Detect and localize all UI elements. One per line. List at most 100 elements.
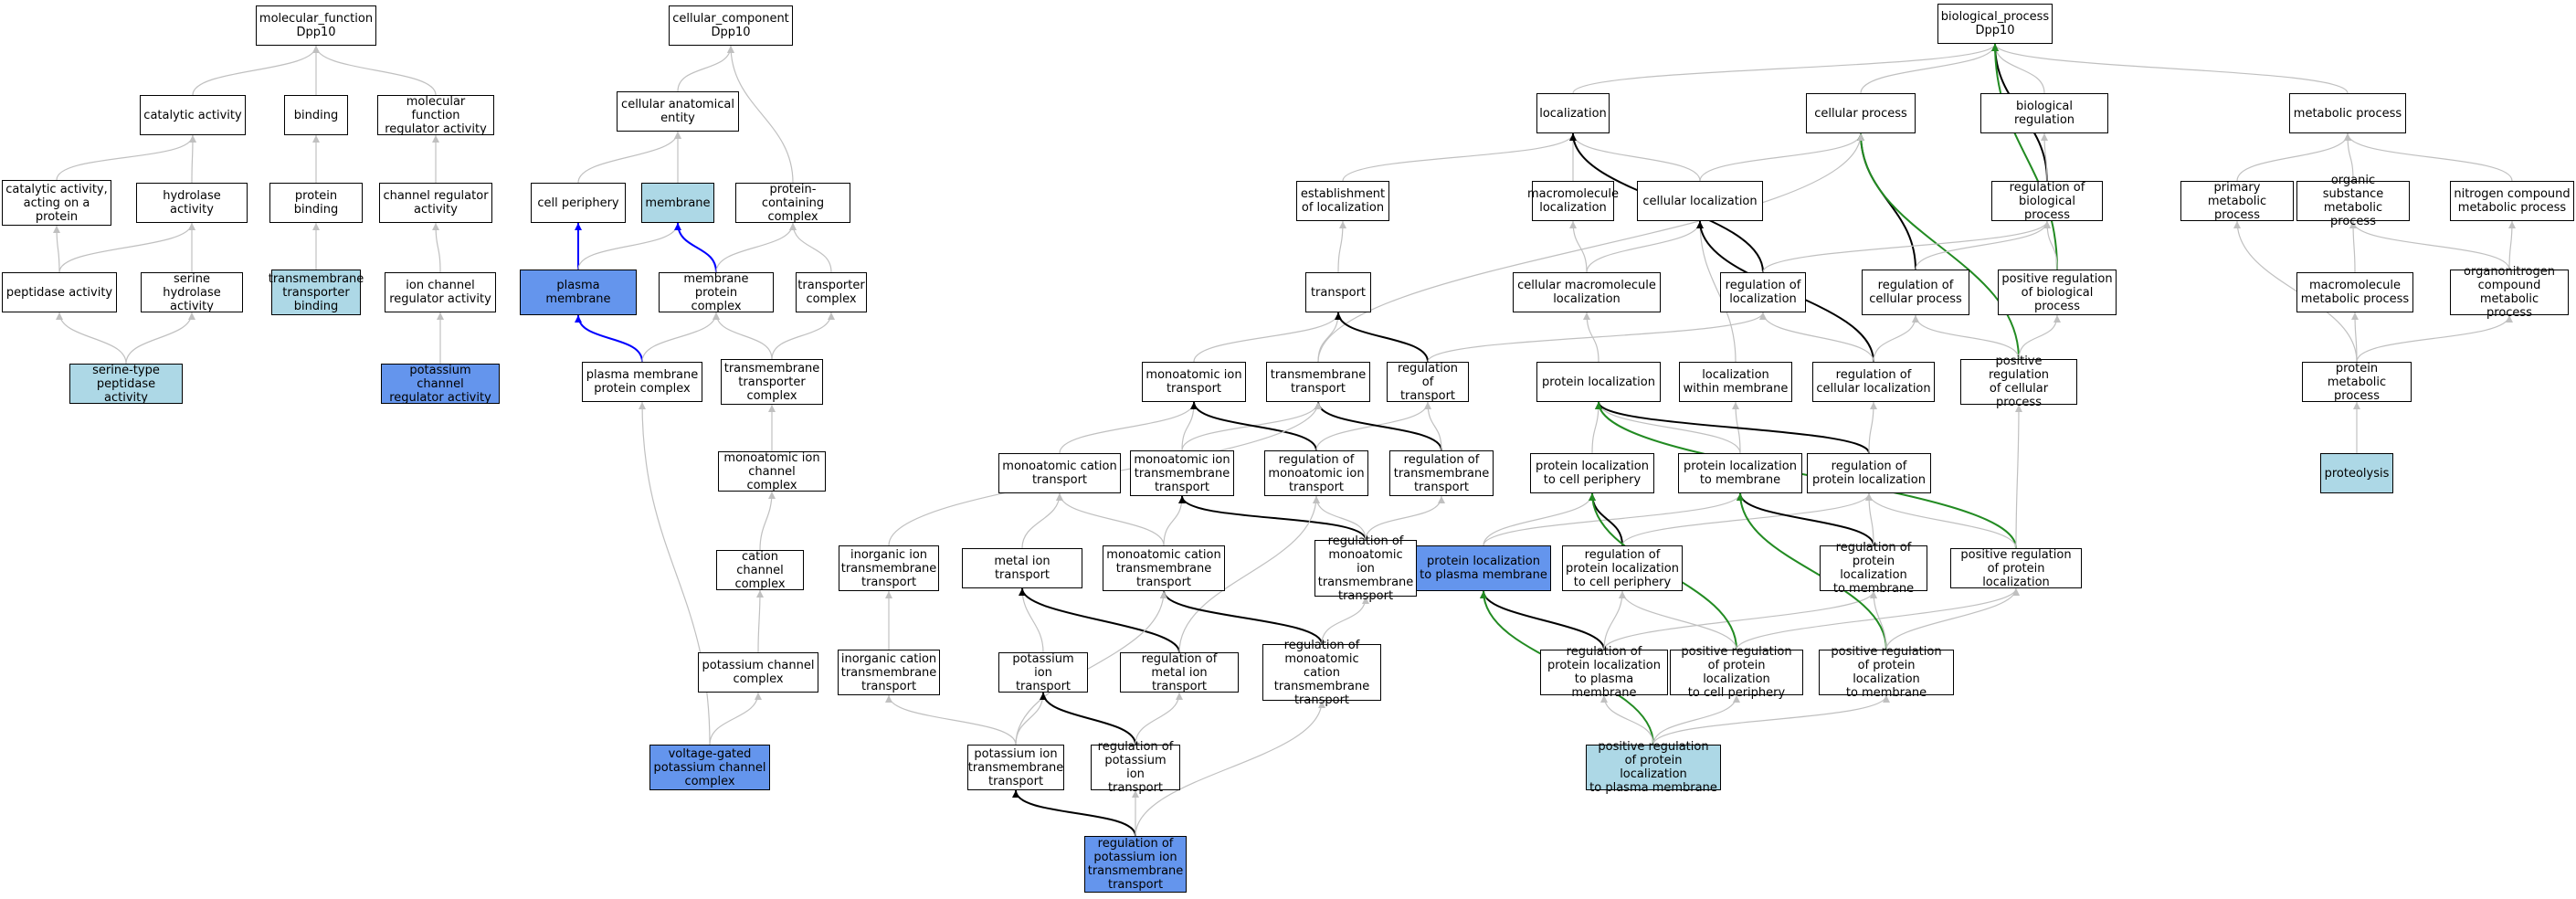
node-tm-transporter-binding[interactable]: transmembrane transporter binding: [269, 270, 364, 315]
node-vg-k-channel-complex[interactable]: voltage-gated potassium channel complex: [649, 745, 770, 790]
node-k-channel-regulator[interactable]: potassium channel regulator activity: [381, 364, 500, 405]
node-hydrolase[interactable]: hydrolase activity: [136, 183, 248, 223]
node-cell-periphery[interactable]: cell periphery: [531, 183, 626, 223]
node-pos-reg-protein-loc-membrane[interactable]: positive regulation of protein localizat…: [1819, 645, 1954, 700]
node-mf-root[interactable]: molecular_function Dpp10: [256, 5, 376, 46]
node-nitrogen-compound-metabolic[interactable]: nitrogen compound metabolic process: [2450, 181, 2574, 221]
node-reg-biological-process[interactable]: regulation of biological process: [1991, 181, 2103, 222]
node-pos-reg-cellular-process[interactable]: positive regulation of cellular process: [1960, 354, 2077, 409]
edge-pos-reg-protein-localization-to-pos-reg-cellular-process: [2014, 404, 2022, 549]
node-plasma-membrane[interactable]: plasma membrane: [520, 270, 637, 315]
node-reg-monoatomic-cation-tm-transport[interactable]: regulation of monoatomic cation transmem…: [1262, 639, 1381, 707]
node-reg-monoatomic-ion-tm-transport[interactable]: regulation of monoatomic ion transmembra…: [1314, 534, 1417, 603]
node-transport[interactable]: transport: [1305, 272, 1371, 312]
node-metabolic-process[interactable]: metabolic process: [2289, 93, 2406, 133]
node-reg-transport[interactable]: regulation of transport: [1387, 362, 1469, 403]
node-cc-root[interactable]: cellular_component Dpp10: [669, 5, 793, 46]
node-pos-reg-biological-process[interactable]: positive regulation of biological proces…: [1998, 270, 2117, 315]
node-establishment-localization[interactable]: establishment of localization: [1296, 181, 1389, 221]
node-mf-regulator[interactable]: molecular function regulator activity: [377, 95, 494, 136]
edge-peptidase-to-catalytic-protein: [53, 225, 61, 273]
node-reg-tm-transport[interactable]: regulation of transmembrane transport: [1389, 450, 1494, 496]
node-protein-localization[interactable]: protein localization: [1536, 362, 1661, 402]
node-binding[interactable]: binding: [284, 95, 348, 135]
node-inorganic-cation-tm-transport[interactable]: inorganic cation transmembrane transport: [838, 650, 940, 695]
edge-monoatomic-ion-tm-transport-to-monoatomic-ion-transport: [1181, 401, 1198, 451]
node-reg-localization[interactable]: regulation of localization: [1720, 272, 1806, 312]
edge-reg-metal-ion-transport-to-reg-monoatomic-ion-transport: [1178, 495, 1320, 653]
node-channel-regulator[interactable]: channel regulator activity: [379, 183, 492, 223]
node-potassium-ion-transport[interactable]: potassium ion transport: [998, 652, 1088, 693]
node-pos-reg-protein-loc-plasma-membrane[interactable]: positive regulation of protein localizat…: [1586, 740, 1721, 795]
node-protein-metabolic[interactable]: protein metabolic process: [2302, 362, 2412, 403]
node-reg-protein-loc-membrane[interactable]: regulation of protein localization to me…: [1820, 541, 1927, 596]
node-k-channel-complex[interactable]: potassium channel complex: [698, 652, 818, 693]
node-inorganic-ion-tm-transport[interactable]: inorganic ion transmembrane transport: [839, 545, 939, 591]
edge-ion-channel-regulator-to-channel-regulator: [432, 222, 441, 273]
node-transmembrane-transport[interactable]: transmembrane transport: [1266, 362, 1370, 402]
edge-reg-protein-loc-membrane-to-protein-loc-membrane: [1737, 492, 1874, 546]
node-cellular-process[interactable]: cellular process: [1806, 93, 1916, 133]
node-reg-metal-ion-transport[interactable]: regulation of metal ion transport: [1120, 652, 1239, 693]
edge-reg-tm-transport-to-transmembrane-transport: [1314, 401, 1442, 451]
edge-monoatomic-cation-tm-transport-to-monoatomic-cation-transport: [1056, 492, 1165, 546]
node-monoatomic-cation-tm-transport[interactable]: monoatomic cation transmembrane transpor…: [1103, 545, 1225, 591]
node-transporter-complex[interactable]: transporter complex: [796, 272, 867, 312]
edge-protein-localization-to-cellular-macromolecule-localization: [1583, 312, 1599, 363]
node-reg-cellular-process[interactable]: regulation of cellular process: [1862, 270, 1969, 315]
node-catalytic-protein[interactable]: catalytic activity, acting on a protein: [2, 180, 111, 226]
edge-potassium-ion-transport-to-metal-ion-transport: [1019, 587, 1044, 653]
node-cation-channel-complex[interactable]: cation channel complex: [716, 550, 804, 591]
edge-plasma-membrane-to-membrane: [577, 222, 681, 270]
node-reg-protein-loc-plasma-membrane[interactable]: regulation of protein localization to pl…: [1540, 645, 1668, 700]
node-protein-loc-membrane[interactable]: protein localization to membrane: [1678, 453, 1802, 493]
node-protein-binding[interactable]: protein binding: [269, 183, 363, 223]
node-reg-protein-localization[interactable]: regulation of protein localization: [1807, 453, 1931, 493]
node-potassium-ion-tm-transport[interactable]: potassium ion transmembrane transport: [967, 745, 1064, 790]
node-tm-transporter-complex[interactable]: transmembrane transporter complex: [721, 359, 823, 405]
node-proteolysis[interactable]: proteolysis: [2320, 453, 2393, 493]
node-membrane-protein-complex[interactable]: membrane protein complex: [659, 272, 774, 313]
node-monoatomic-cation-transport[interactable]: monoatomic cation transport: [998, 453, 1121, 493]
edge-reg-potassium-ion-transport-to-reg-metal-ion-transport: [1135, 692, 1183, 746]
node-reg-potassium-ion-tm-transport[interactable]: regulation of potassium ion transmembran…: [1084, 836, 1187, 893]
node-ion-channel-regulator[interactable]: ion channel regulator activity: [385, 272, 496, 312]
edge-pos-reg-protein-loc-plasma-membrane-to-pos-reg-protein-loc-cell-periphery: [1652, 694, 1740, 746]
node-cellular-localization[interactable]: cellular localization: [1637, 181, 1763, 221]
node-peptidase[interactable]: peptidase activity: [2, 272, 117, 312]
node-reg-potassium-ion-transport[interactable]: regulation of potassium ion transport: [1091, 740, 1180, 795]
node-monoatomic-channel-complex[interactable]: monoatomic ion channel complex: [718, 451, 826, 492]
node-localization[interactable]: localization: [1536, 93, 1610, 133]
node-macromolecule-localization[interactable]: macromolecule localization: [1527, 181, 1619, 221]
node-macromolecule-metabolic[interactable]: macromolecule metabolic process: [2296, 272, 2413, 312]
node-protein-loc-cell-periphery[interactable]: protein localization to cell periphery: [1530, 453, 1654, 493]
node-bp-root[interactable]: biological_process Dpp10: [1937, 4, 2053, 44]
node-cell-anatomical[interactable]: cellular anatomical entity: [617, 91, 739, 132]
node-reg-cellular-localization[interactable]: regulation of cellular localization: [1812, 362, 1935, 402]
node-serine-hydrolase[interactable]: serine hydrolase activity: [141, 272, 243, 313]
node-reg-protein-loc-cell-periphery[interactable]: regulation of protein localization to ce…: [1562, 545, 1683, 591]
edge-vg-k-channel-complex-to-pm-protein-complex: [639, 401, 711, 746]
node-cellular-macromolecule-localization[interactable]: cellular macromolecule localization: [1513, 272, 1661, 312]
node-pos-reg-protein-localization[interactable]: positive regulation of protein localizat…: [1950, 548, 2082, 589]
node-protein-loc-plasma-membrane[interactable]: protein localization to plasma membrane: [1416, 545, 1551, 591]
node-biological-regulation[interactable]: biological regulation: [1980, 93, 2108, 133]
node-monoatomic-ion-transport[interactable]: monoatomic ion transport: [1142, 362, 1246, 402]
node-localization-within-membrane[interactable]: localization within membrane: [1679, 362, 1792, 402]
node-pos-reg-protein-loc-cell-periphery[interactable]: positive regulation of protein localizat…: [1670, 645, 1803, 700]
edge-reg-monoatomic-cation-tm-transport-to-reg-monoatomic-ion-tm-transport: [1321, 596, 1369, 645]
edge-reg-biological-process-to-biological-regulation: [2041, 132, 2049, 182]
node-pm-protein-complex[interactable]: plasma membrane protein complex: [582, 362, 702, 402]
edge-reg-potassium-ion-tm-transport-to-reg-monoatomic-cation-tm-transport: [1135, 700, 1325, 837]
node-membrane[interactable]: membrane: [641, 183, 714, 223]
edge-reg-localization-to-reg-biological-process: [1762, 220, 2051, 273]
node-catalytic-activity[interactable]: catalytic activity: [140, 95, 246, 135]
node-reg-monoatomic-ion-transport[interactable]: regulation of monoatomic ion transport: [1264, 450, 1368, 496]
node-protein-complex[interactable]: protein-containing complex: [735, 183, 850, 224]
node-organonitrogen-metabolic[interactable]: organonitrogen compound metabolic proces…: [2450, 265, 2569, 320]
node-metal-ion-transport[interactable]: metal ion transport: [962, 548, 1082, 588]
node-primary-metabolic[interactable]: primary metabolic process: [2180, 181, 2294, 222]
node-serine-peptidase[interactable]: serine-type peptidase activity: [69, 364, 183, 405]
node-monoatomic-ion-tm-transport[interactable]: monoatomic ion transmembrane transport: [1130, 450, 1234, 496]
node-organic-substance-metabolic[interactable]: organic substance metabolic process: [2296, 174, 2410, 228]
